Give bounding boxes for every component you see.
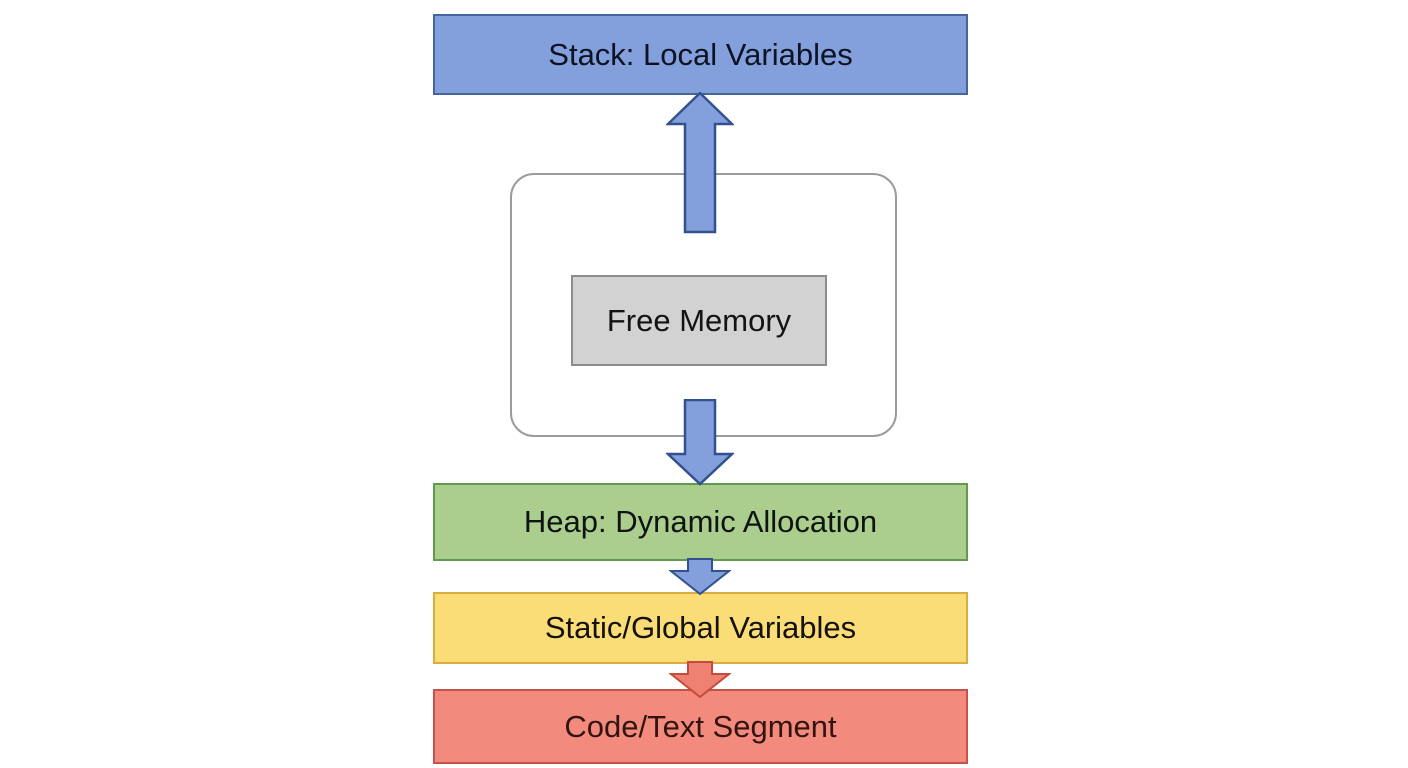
code-text-box: Code/Text Segment: [433, 689, 968, 764]
down-arrow-heap-to-static: [669, 558, 731, 596]
heap-box: Heap: Dynamic Allocation: [433, 483, 968, 561]
free-memory-label: Free Memory: [606, 302, 792, 338]
down-arrow-shape: [669, 558, 731, 596]
stack-box: Stack: Local Variables: [433, 14, 968, 95]
down-arrow-static-to-code: [669, 661, 731, 699]
down-arrow-shape: [666, 399, 734, 486]
heap-label: Heap: Dynamic Allocation: [523, 504, 878, 539]
up-arrow-free-to-stack: [666, 92, 734, 234]
down-arrow-free-to-heap: [666, 399, 734, 486]
static-global-box: Static/Global Variables: [433, 592, 968, 664]
stack-label: Stack: Local Variables: [548, 36, 853, 72]
free-memory-box: Free Memory: [571, 275, 827, 366]
down-arrow-shape: [669, 661, 731, 699]
static-global-label: Static/Global Variables: [544, 610, 857, 645]
code-text-label: Code/Text Segment: [564, 708, 837, 744]
up-arrow-shape: [666, 92, 734, 234]
